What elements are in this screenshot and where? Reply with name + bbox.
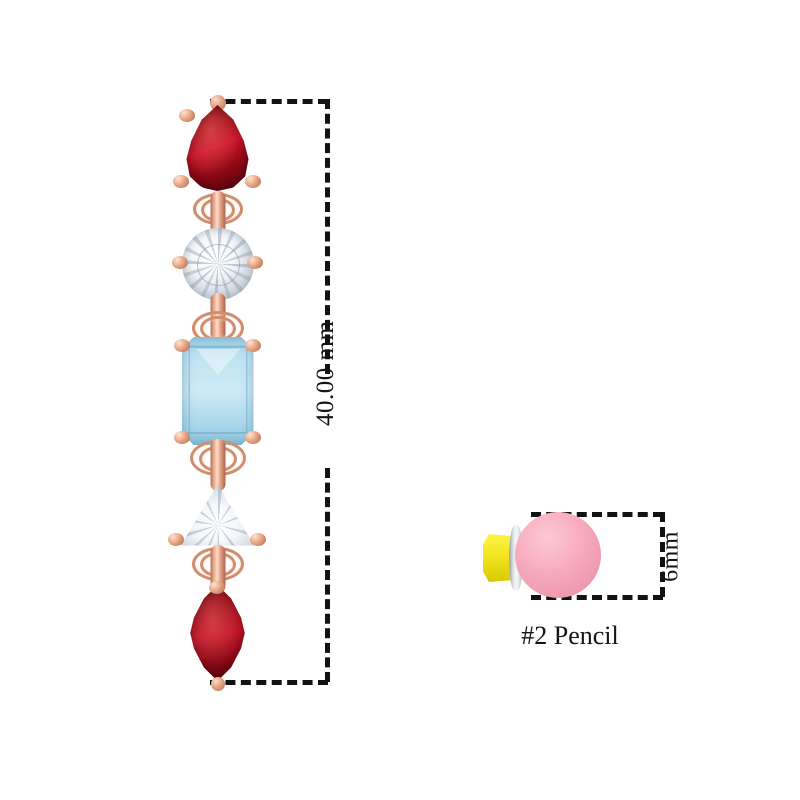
pencil-scale-reference	[483, 508, 603, 603]
pencil-dimension-top-line	[531, 512, 663, 517]
gem-round-diamond	[155, 228, 280, 300]
gem-pear-garnet	[155, 105, 280, 191]
gem-marquise-garnet	[155, 581, 280, 681]
prong	[174, 339, 190, 352]
prong	[245, 431, 261, 444]
chain-link	[210, 439, 225, 491]
prong	[245, 339, 261, 352]
trillion-diamond-stone	[180, 484, 255, 546]
emerald-aquamarine-stone	[181, 337, 254, 445]
prong	[247, 256, 263, 269]
prong	[168, 533, 184, 546]
marquise-garnet-stone	[190, 585, 245, 681]
chain-link	[210, 191, 225, 235]
pencil-caption: #2 Pencil	[521, 621, 619, 650]
prong	[245, 175, 261, 188]
prong	[209, 581, 225, 594]
prong	[179, 109, 195, 122]
gem-emerald-aquamarine	[155, 337, 280, 445]
prong	[250, 533, 266, 546]
gem-trillion-diamond	[155, 483, 280, 551]
bottom-tip	[210, 677, 225, 691]
prong	[174, 431, 190, 444]
earring-dimension-label: 40.00 mm	[312, 320, 339, 426]
earring-product-image	[155, 95, 280, 691]
pencil-eraser	[515, 512, 601, 598]
earring-dimension-bottom-line	[210, 680, 328, 685]
pencil-dimension-label: 6mm	[657, 531, 684, 582]
earring-dimension-right-line-lower	[325, 468, 330, 682]
round-diamond-stone	[181, 228, 254, 300]
prong	[172, 256, 188, 269]
top-bail	[209, 95, 226, 111]
pencil-dimension-right-line	[660, 512, 665, 597]
earring-dimension-right-line-upper	[325, 99, 330, 374]
pencil-dimension-bottom-line	[531, 595, 663, 600]
prong	[173, 175, 189, 188]
earring-dimension-top-line	[210, 99, 328, 104]
